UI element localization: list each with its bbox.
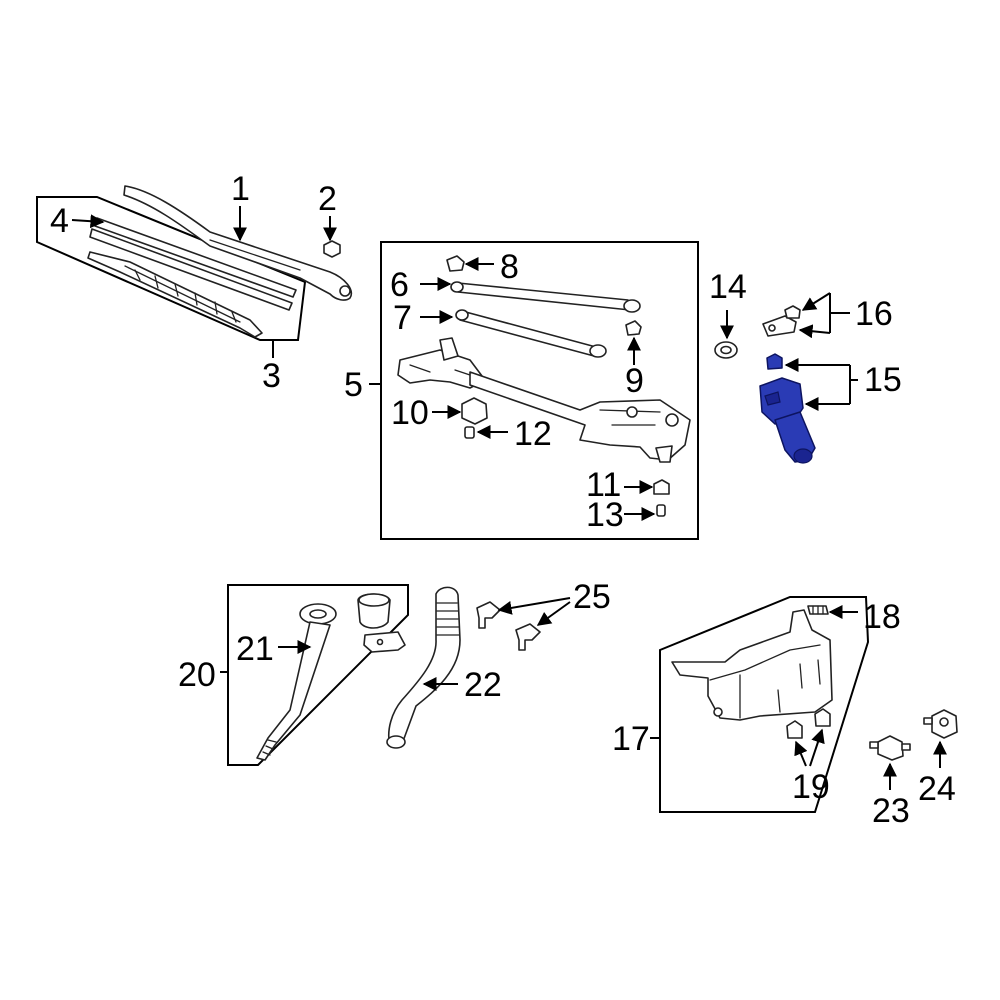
grommet-14-part[interactable] — [714, 341, 738, 359]
reservoir-tank-part[interactable] — [671, 609, 833, 721]
washer-pump-part[interactable] — [869, 735, 911, 761]
callout-7: 7 — [393, 299, 412, 337]
callout-19: 19 — [792, 768, 830, 806]
callout-18: 18 — [863, 598, 901, 636]
callout-21: 21 — [236, 630, 274, 668]
callout-8: 8 — [500, 248, 519, 286]
filler-bracket-part[interactable] — [363, 631, 406, 653]
callout-20: 20 — [178, 656, 216, 694]
crank-arm-part[interactable] — [762, 305, 801, 337]
callout-14: 14 — [709, 268, 747, 306]
reservoir-group: 17 18 19 — [612, 596, 901, 813]
nozzle-upper-part[interactable] — [476, 601, 501, 629]
callout-23: 23 — [872, 792, 910, 830]
callout-3: 3 — [262, 357, 281, 395]
hose-part[interactable] — [386, 586, 461, 749]
callout-22: 22 — [464, 666, 502, 704]
grommet-19a-part[interactable] — [786, 720, 803, 739]
callout-12: 12 — [514, 415, 552, 453]
nut-part[interactable] — [323, 240, 341, 258]
collar-12-part[interactable] — [464, 426, 475, 439]
callout-10: 10 — [391, 394, 429, 432]
callout-25: 25 — [573, 578, 611, 616]
callout-6: 6 — [390, 266, 409, 304]
callout-4: 4 — [50, 202, 69, 240]
filler-box — [227, 584, 409, 766]
callout-17: 17 — [612, 720, 650, 758]
callout-16: 16 — [855, 295, 893, 333]
wiper-arm-part[interactable] — [123, 185, 352, 301]
grommet-19b-part[interactable] — [814, 708, 831, 727]
linkage-group: 5 — [344, 241, 699, 540]
wiper-motor-part[interactable] — [759, 353, 816, 464]
washer-motor-part[interactable] — [923, 709, 958, 739]
link-rod-upper-part[interactable] — [450, 281, 641, 313]
bushing-8-part[interactable] — [446, 255, 465, 272]
reservoir-cap-part[interactable] — [807, 605, 829, 615]
filler-neck-part[interactable] — [256, 603, 337, 761]
reservoir-box — [659, 596, 870, 813]
callout-1: 1 — [231, 170, 250, 208]
blade-assembly-part[interactable] — [87, 251, 263, 338]
grommet-10-part[interactable] — [461, 397, 488, 425]
callout-2: 2 — [318, 180, 337, 218]
link-rod-lower-part[interactable] — [455, 309, 607, 358]
grommet-11-part[interactable] — [653, 479, 670, 495]
callout-24: 24 — [918, 770, 956, 808]
callout-5: 5 — [344, 366, 363, 404]
collar-13-part[interactable] — [656, 504, 666, 517]
wiper-blade-group: 1 2 4 3 — [36, 170, 352, 395]
bushing-9-part[interactable] — [625, 320, 642, 336]
callout-11: 11 — [586, 466, 621, 504]
callout-15: 15 — [864, 361, 902, 399]
motor-group: 14 16 15 — [709, 268, 902, 464]
linkage-box — [380, 241, 699, 540]
blade-kit-box — [36, 196, 307, 341]
callout-9: 9 — [625, 362, 644, 400]
nozzle-lower-part[interactable] — [515, 623, 541, 651]
linkage-frame-part[interactable] — [397, 337, 691, 463]
filler-group: 20 21 — [178, 584, 409, 766]
callout-13: 13 — [586, 496, 624, 534]
filler-cap-part[interactable] — [357, 593, 391, 629]
